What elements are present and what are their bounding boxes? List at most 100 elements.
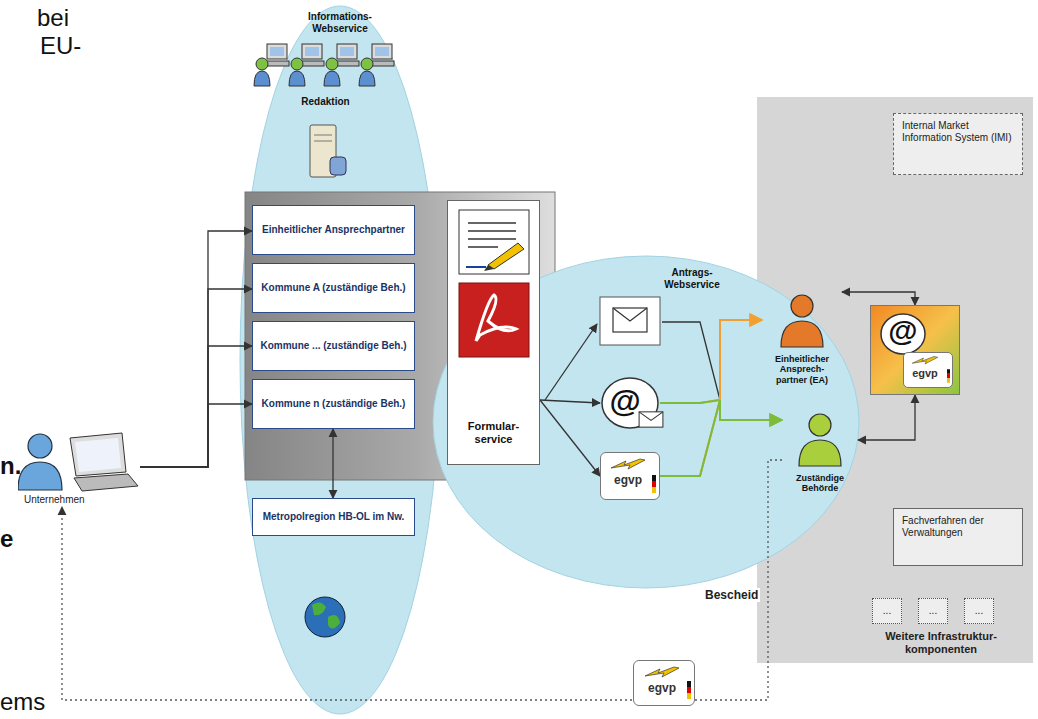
- actor-label: Zuständige Behörde: [784, 473, 856, 494]
- authority-actor: Einheitlicher Ansprech- partner (EA): [762, 286, 842, 396]
- drawing-line: [468, 246, 498, 248]
- brace-line: [662, 322, 720, 400]
- egvp-mini: egvp: [903, 352, 953, 388]
- drawing-circle: [326, 58, 338, 70]
- note-label: ems: [0, 688, 45, 716]
- drawing-path: [476, 295, 516, 341]
- flag-bar: [687, 681, 691, 699]
- drawing-path: [488, 243, 524, 269]
- lightning-icon: [910, 355, 940, 367]
- form-label: Formular- service: [454, 420, 534, 446]
- drawing-path: [254, 71, 270, 86]
- editor-group: Redaktion: [253, 40, 398, 110]
- drawing-rect: [265, 61, 289, 66]
- drawing-svg: [608, 457, 648, 473]
- connector: [842, 292, 915, 305]
- drawing-path: [799, 440, 841, 466]
- imi-egvp-box: @ egvp: [870, 305, 960, 395]
- note-label: bei: [37, 4, 69, 32]
- drawing-circle: [28, 434, 52, 458]
- drawing-rect: [370, 61, 394, 66]
- drawing-circle: [809, 414, 831, 436]
- drawing-polygon: [70, 433, 126, 476]
- process-box: Kommune A (zuständige Beh.): [252, 263, 415, 313]
- drawing-path: [18, 462, 62, 490]
- company-actor: Unternehmen: [18, 432, 140, 507]
- drawing-line: [314, 135, 332, 136]
- process-box: Metropolregion HB-OL im Nw.: [252, 498, 415, 536]
- drawing-path: [289, 71, 305, 86]
- drawing-svg: [253, 40, 398, 92]
- connector: [140, 346, 252, 467]
- at-sign: @: [609, 385, 640, 417]
- egvp-label: egvp: [614, 473, 642, 487]
- drawing-svg: [652, 475, 656, 493]
- drawing-rect: [459, 283, 529, 357]
- service-ellipse: Informations- WebserviceRedaktionEinheit…: [240, 5, 440, 715]
- drawing-ellipse: [240, 6, 440, 714]
- drawing-path: [324, 71, 340, 86]
- drawing-path: [312, 602, 340, 628]
- drawing-line: [468, 222, 516, 224]
- drawing-polygon: [74, 474, 138, 491]
- person-icon: [795, 411, 845, 467]
- at-sign: @: [879, 314, 927, 347]
- lightning-icon: [642, 665, 682, 681]
- drawing-svg: [947, 369, 950, 383]
- drawing-rect: [245, 192, 555, 480]
- note-label: Weitere Infrastruktur- komponenten: [876, 630, 1006, 655]
- drawing-rect: [652, 487, 656, 493]
- connector: [858, 395, 915, 440]
- box-label: Metropolregion HB-OL im Nw.: [263, 511, 405, 523]
- connector: [62, 460, 782, 700]
- drawing-line: [314, 141, 332, 142]
- drawing-path: [611, 459, 645, 469]
- drawing-path: [645, 667, 679, 677]
- process-box: Kommune ... (zuständige Beh.): [252, 321, 415, 371]
- drawing-rect: [639, 412, 663, 427]
- drawing-rect: [330, 157, 346, 175]
- component-label: ...: [929, 605, 937, 617]
- drawing-svg: [642, 665, 682, 681]
- drawing-rect: [375, 47, 389, 56]
- drawing-rect: [335, 61, 359, 66]
- box-label: Kommune A (zuständige Beh.): [261, 282, 405, 294]
- connector: [140, 404, 252, 467]
- drawing-rect: [687, 687, 691, 693]
- lightning-icon: [608, 457, 648, 473]
- note-label: n.: [0, 452, 21, 480]
- drawing-svg: [777, 292, 827, 348]
- ellipse-heading: Antrags- Webservice: [660, 267, 724, 291]
- drawing-rect: [302, 44, 322, 59]
- drawing-rect: [270, 47, 284, 56]
- connector: [140, 289, 252, 467]
- drawing-rect: [305, 47, 319, 56]
- drawing-circle: [361, 58, 373, 70]
- drawing-rect: [600, 297, 660, 345]
- drawing-line: [466, 266, 486, 268]
- drawing-rect: [267, 44, 287, 59]
- connector: [140, 231, 252, 467]
- connector: [660, 320, 762, 476]
- component-label: ...: [975, 605, 983, 617]
- drawing-svg: [910, 355, 940, 367]
- drawing-g: [613, 308, 647, 332]
- drawing-rect: [687, 693, 691, 699]
- mail-icon: [638, 411, 664, 428]
- drawing-rect: [340, 47, 354, 56]
- drawing-polygon: [75, 438, 121, 472]
- connector: [540, 400, 600, 476]
- drawing-rect: [947, 369, 950, 374]
- drawing-ellipse: [433, 256, 859, 588]
- box-label: Einheitlicher Ansprechpartner: [262, 224, 405, 236]
- drawing-rect: [372, 44, 392, 59]
- box-label: Kommune ... (zuständige Beh.): [260, 340, 406, 352]
- drawing-circle: [791, 295, 813, 317]
- form-icons: [458, 209, 530, 359]
- drawing-line: [468, 230, 516, 232]
- drawing-rect: [652, 475, 656, 481]
- drawing-path: [639, 412, 663, 421]
- drawing-rect: [337, 44, 357, 59]
- drawing-svg: [638, 411, 664, 428]
- drawing-rect: [300, 61, 324, 66]
